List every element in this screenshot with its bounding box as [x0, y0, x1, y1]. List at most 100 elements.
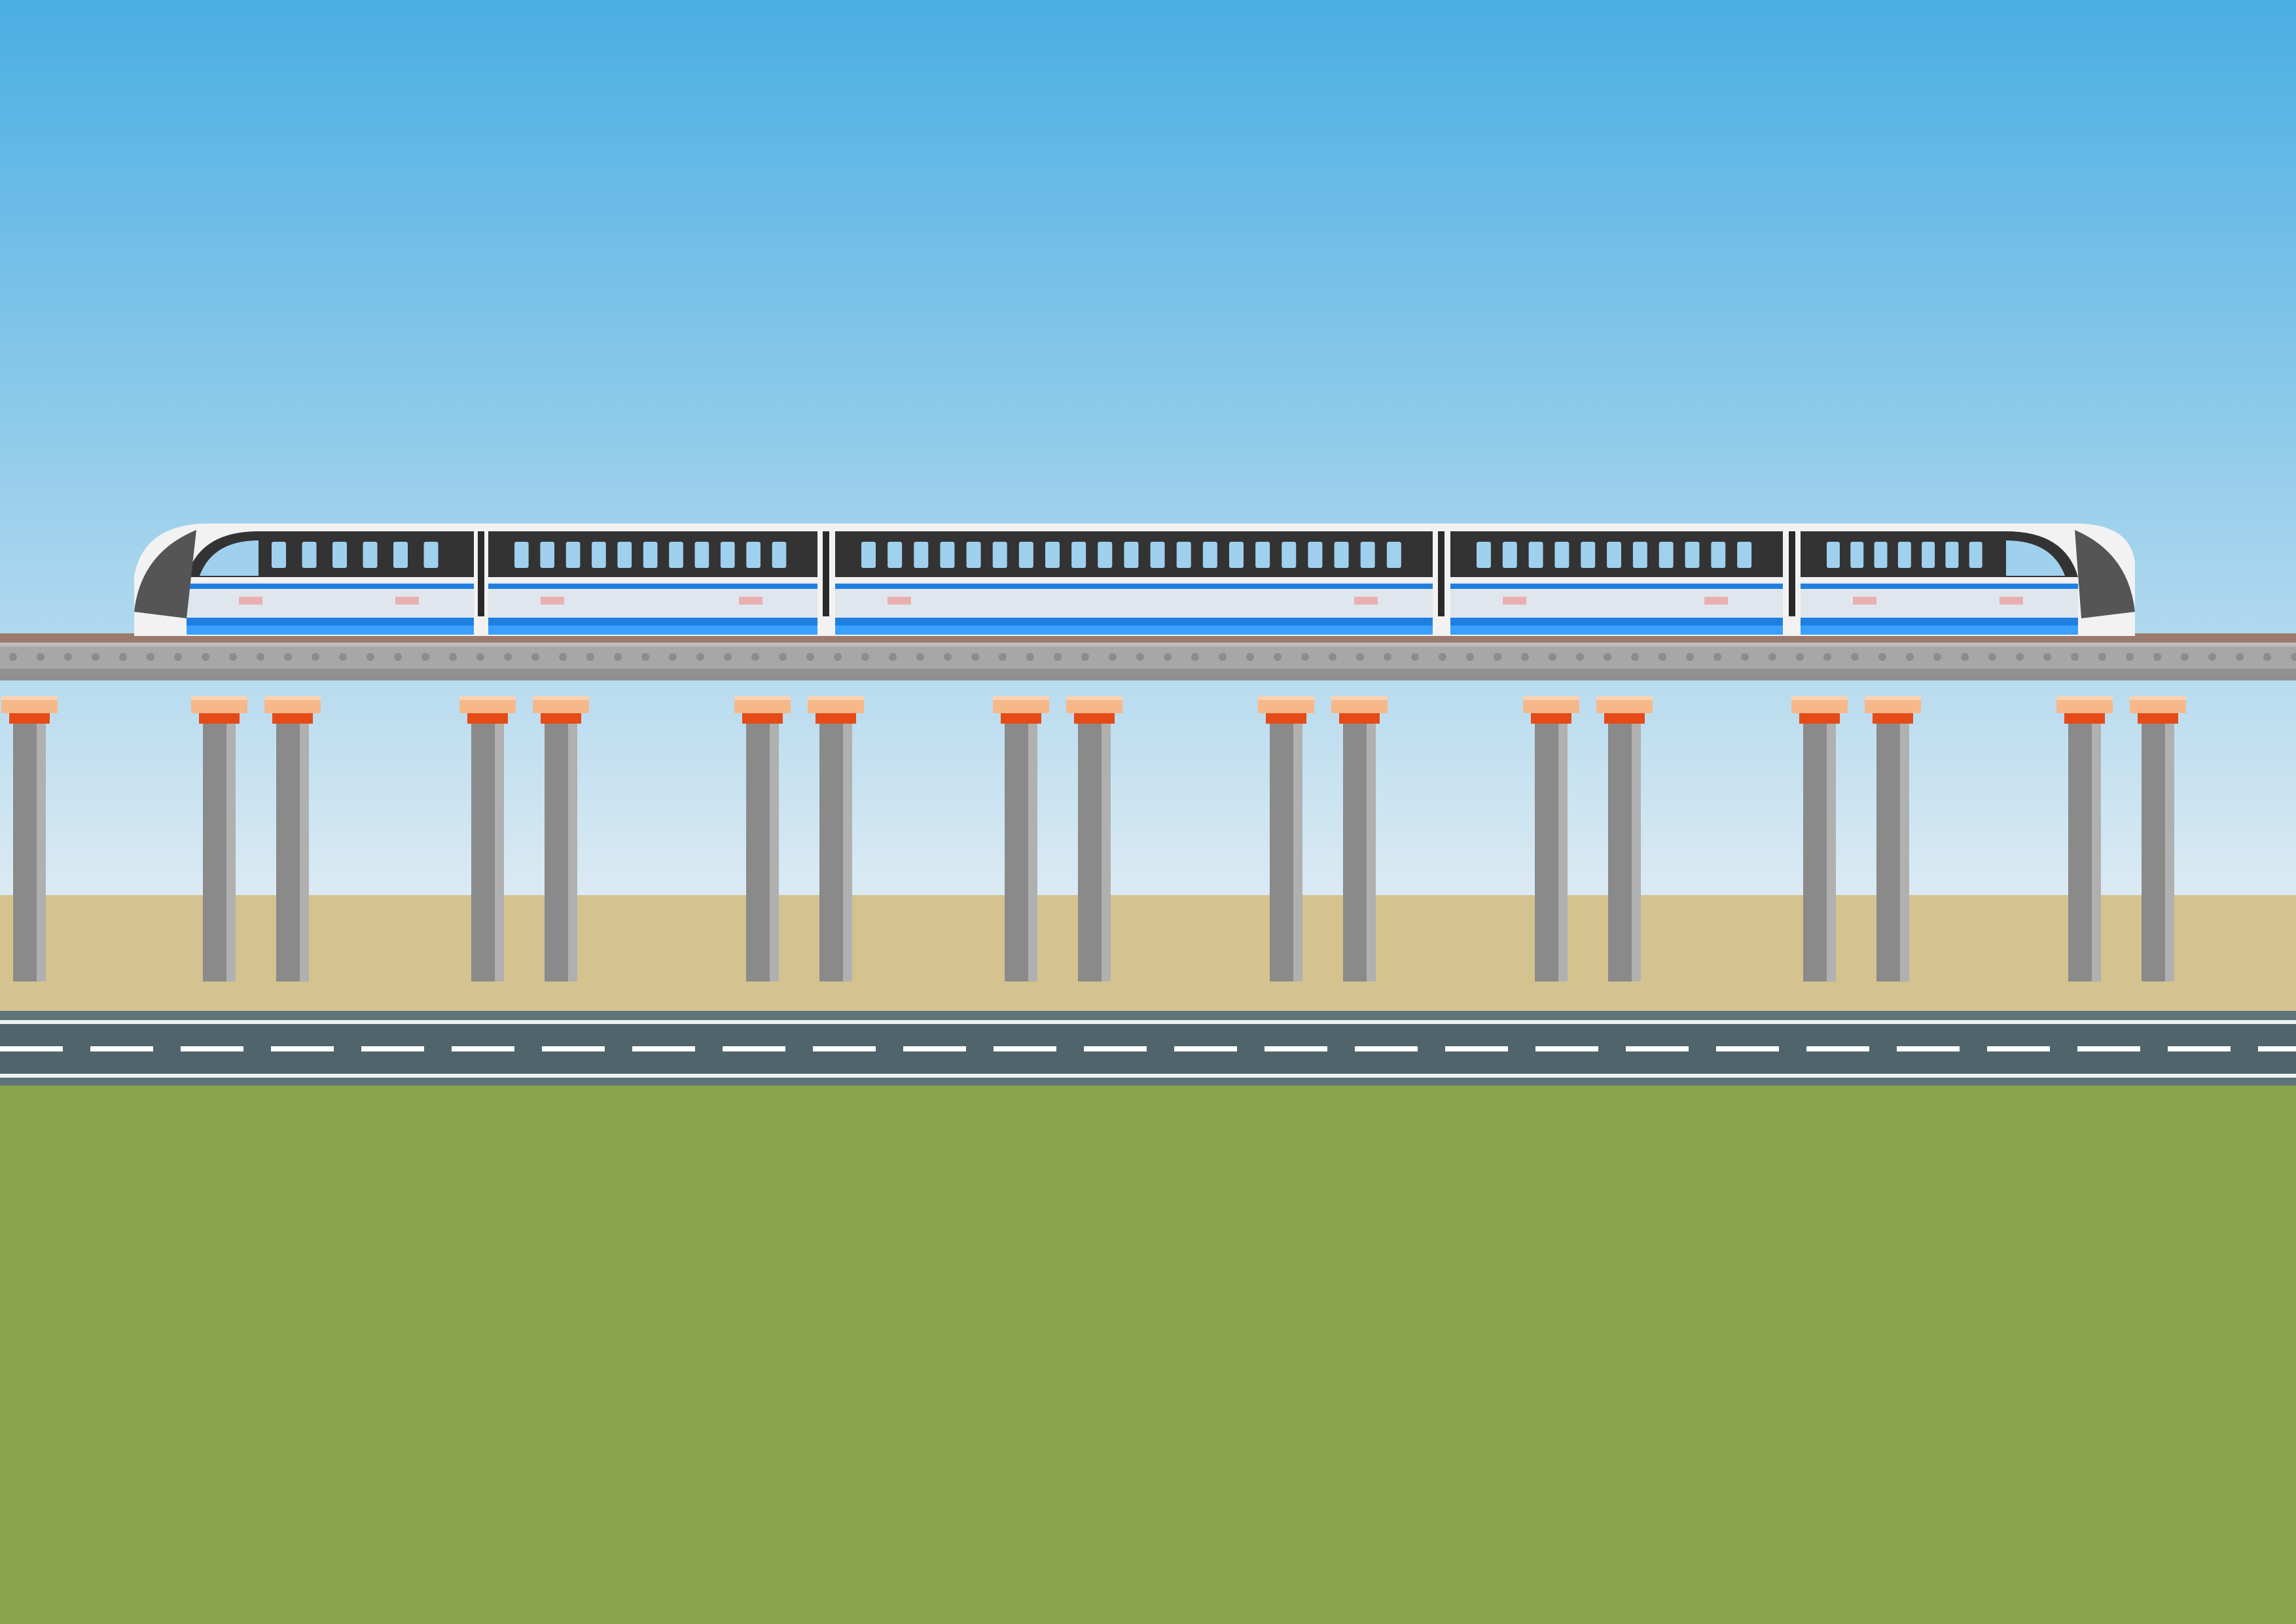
- pillar-band: [272, 713, 313, 724]
- viaduct-bolt: [37, 653, 45, 661]
- viaduct-bolt: [1961, 653, 1969, 661]
- pillar: [734, 696, 791, 981]
- train-window: [332, 542, 347, 568]
- viaduct-bolt: [2153, 653, 2161, 661]
- viaduct-bolt: [1604, 653, 1611, 661]
- pillar-cap-highlight: [1066, 696, 1122, 700]
- pillar: [191, 696, 247, 981]
- car-sign: [1704, 597, 1728, 605]
- viaduct-bolt: [586, 653, 594, 661]
- pillar-cap-highlight: [993, 696, 1049, 700]
- pillar-shaft-light: [2092, 724, 2101, 981]
- viaduct-bolt: [1741, 653, 1749, 661]
- grass-field: [0, 1086, 2296, 1624]
- viaduct-bolt: [559, 653, 567, 661]
- pillar-cap-highlight: [2056, 696, 2113, 700]
- train-window: [1945, 542, 1959, 568]
- road-dash: [90, 1046, 153, 1051]
- pillar-band: [9, 713, 50, 724]
- skirt: [1450, 626, 1783, 635]
- viaduct-bolt: [1906, 653, 1914, 661]
- road-edge-line-top: [0, 1020, 2296, 1024]
- pillar: [1, 696, 58, 981]
- car-sign: [1503, 597, 1526, 605]
- road-dash: [1445, 1046, 1508, 1051]
- pillar-cap-highlight: [1791, 696, 1848, 700]
- train-car: [187, 531, 474, 635]
- sky: [0, 0, 2296, 896]
- viaduct-bolt: [1164, 653, 1172, 661]
- pillar: [808, 696, 864, 981]
- pillar-cap-highlight: [1258, 696, 1314, 700]
- skirt: [835, 626, 1433, 635]
- pillar-shaft-light: [1028, 724, 1037, 981]
- pillar: [1066, 696, 1122, 981]
- rear-nose-shade: [2075, 530, 2135, 618]
- train-window: [363, 542, 378, 568]
- pillar-cap-highlight: [1523, 696, 1579, 700]
- pillar: [459, 696, 516, 981]
- viaduct-bolt: [861, 653, 869, 661]
- pillar: [533, 696, 589, 981]
- viaduct-bolt: [339, 653, 347, 661]
- pillar-shaft-light: [1367, 724, 1376, 981]
- road-dash: [271, 1046, 334, 1051]
- train-window: [643, 542, 658, 568]
- blue-stripe: [835, 584, 1433, 589]
- pillar-band: [467, 713, 508, 724]
- train-window: [1202, 542, 1217, 568]
- road-dash: [0, 1046, 63, 1051]
- pillar-shaft-light: [843, 724, 852, 981]
- road-dash: [1716, 1046, 1779, 1051]
- blue-stripe: [1801, 584, 2078, 589]
- viaduct-deck: [0, 633, 2296, 680]
- skirt: [1801, 626, 2078, 635]
- pillar-band: [541, 713, 581, 724]
- pillar-shaft-light: [300, 724, 309, 981]
- pillar-band: [1266, 713, 1306, 724]
- pillar-shaft-light: [568, 724, 577, 981]
- train-window: [1632, 542, 1647, 568]
- viaduct-bolt: [889, 653, 897, 661]
- viaduct-bolt: [1329, 653, 1336, 661]
- car-sign: [739, 597, 762, 605]
- viaduct-bolt: [834, 653, 842, 661]
- viaduct-beam-highlight: [0, 643, 2296, 646]
- viaduct-bolt: [1549, 653, 1556, 661]
- viaduct-bolt: [1081, 653, 1089, 661]
- train-window: [393, 542, 408, 568]
- pillar-band: [1531, 713, 1571, 724]
- viaduct-bolt: [64, 653, 72, 661]
- road-dash: [632, 1046, 695, 1051]
- car-sign: [1853, 597, 1876, 605]
- blue-stripe: [488, 618, 817, 626]
- blue-stripe: [488, 584, 817, 589]
- viaduct-bolt: [1686, 653, 1694, 661]
- pillar-cap-highlight: [1, 696, 58, 700]
- blue-stripe: [1450, 618, 1783, 626]
- viaduct-bolt: [1191, 653, 1199, 661]
- viaduct-bolt: [284, 653, 292, 661]
- train-window: [1850, 542, 1864, 568]
- train-window: [746, 542, 761, 568]
- road-center-dashes: [0, 1046, 2296, 1051]
- viaduct-bolt: [1659, 653, 1666, 661]
- train-window: [1659, 542, 1674, 568]
- viaduct-bolt: [257, 653, 264, 661]
- train-window: [1922, 542, 1935, 568]
- viaduct-bolt: [1933, 653, 1941, 661]
- viaduct-bolt: [971, 653, 979, 661]
- train-window: [540, 542, 555, 568]
- car-sign: [1354, 597, 1378, 605]
- viaduct-bolt: [1851, 653, 1859, 661]
- viaduct-pillars: [1, 696, 2186, 981]
- road-edge-line-bottom: [0, 1074, 2296, 1078]
- viaduct-bolt: [2098, 653, 2106, 661]
- road-dash: [2077, 1046, 2140, 1051]
- sand-ground: [0, 895, 2296, 1014]
- road-dash: [994, 1046, 1056, 1051]
- viaduct-bolt: [1713, 653, 1721, 661]
- pillar-cap-highlight: [533, 696, 589, 700]
- viaduct-bolt: [2016, 653, 2024, 661]
- train-window: [1737, 542, 1752, 568]
